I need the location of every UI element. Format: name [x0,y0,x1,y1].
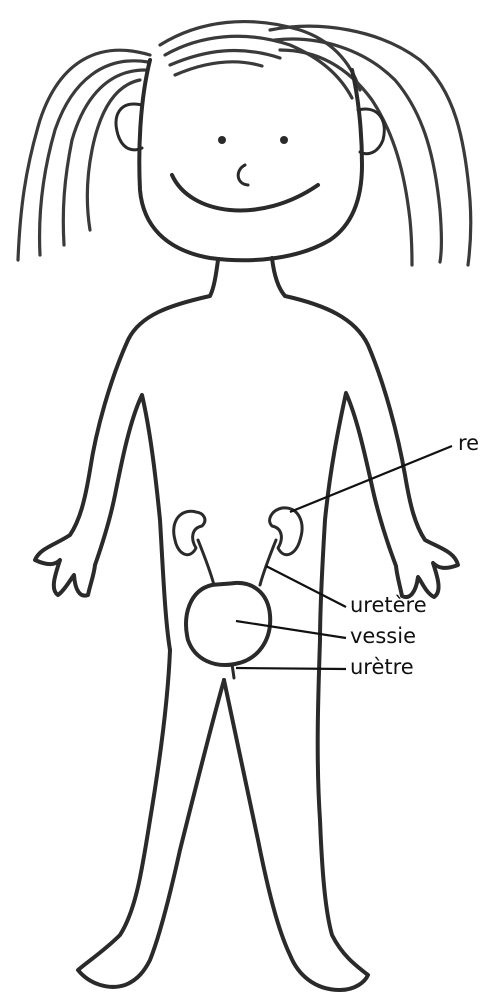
left-ureter [198,540,214,585]
bladder-label: vessie [350,624,416,648]
leader-kidney [290,446,452,512]
kidney-label: re [458,431,479,455]
head [116,60,384,260]
right-ureter [260,540,276,585]
right-eye-icon [280,136,288,144]
leader-bladder [236,621,346,638]
leader-urethra [236,668,346,669]
nose-icon [238,165,248,185]
urethra-label: urètre [350,655,414,679]
mouth-icon [172,175,318,210]
leader-ureter [266,566,346,607]
left-eye-icon [218,136,226,144]
ureter-label: uretère [350,593,427,617]
hair [18,22,471,265]
urethra-line [232,664,234,678]
urinary-organs [174,508,302,678]
